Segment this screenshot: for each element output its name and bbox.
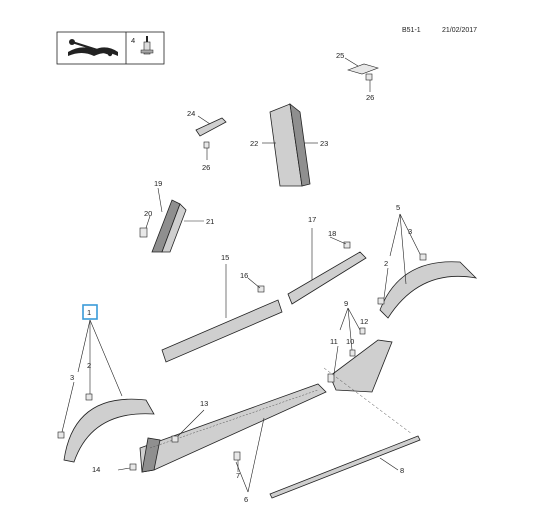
part-label-6: 6 — [244, 495, 248, 504]
part-label-24: 24 — [187, 109, 195, 118]
part-label-18: 18 — [328, 229, 336, 238]
part-label-20: 20 — [144, 209, 152, 218]
part-1-highlight[interactable] — [82, 304, 98, 320]
part-label-16: 16 — [240, 271, 248, 280]
part-24-trim — [195, 115, 227, 160]
sheet-code: B51-1 — [402, 27, 421, 34]
part-6-side-sill — [117, 383, 327, 493]
part-label-8: 8 — [400, 466, 404, 475]
part-5-rear-wheel-arch — [377, 213, 478, 319]
part-label-3-right: 3 — [408, 227, 412, 236]
part-1-front-wheel-arch — [57, 319, 155, 463]
manual-icon — [68, 39, 118, 57]
part-label-25: 25 — [336, 51, 344, 60]
part-label-2-left: 2 — [87, 361, 91, 370]
part-label-1[interactable]: 1 — [87, 308, 91, 317]
part-label-19: 19 — [154, 179, 162, 188]
sheet-date: 21/02/2017 — [442, 27, 478, 34]
part-22-23-b-pillar — [262, 103, 318, 187]
part-21-mirror-trim — [139, 187, 204, 253]
part-8-sill-strip — [269, 367, 421, 499]
part-label-3-left: 3 — [70, 373, 74, 382]
part-label-23: 23 — [320, 139, 328, 148]
part-25-trim-clip — [344, 57, 379, 92]
info-box: 4 — [56, 31, 165, 65]
part-label-5: 5 — [396, 203, 400, 212]
part-label-7: 7 — [236, 471, 240, 480]
part-label-11: 11 — [330, 337, 338, 346]
part-label-10: 10 — [346, 337, 354, 346]
part-label-17: 17 — [308, 215, 316, 224]
part-label-26-top: 26 — [366, 93, 374, 102]
part-17-door-moulding — [287, 228, 367, 305]
part-label-9: 9 — [344, 299, 348, 308]
part-label-26-mid: 26 — [202, 163, 210, 172]
part-label-22: 22 — [250, 139, 258, 148]
clip-icon — [140, 36, 154, 55]
part-label-15: 15 — [221, 253, 229, 262]
info-box-number: 4 — [131, 36, 135, 45]
part-label-2-right: 2 — [384, 259, 388, 268]
part-label-21: 21 — [206, 217, 214, 226]
part-label-12: 12 — [360, 317, 368, 326]
part-label-14: 14 — [92, 465, 100, 474]
part-9-sill-bracket — [327, 307, 393, 393]
part-15-door-moulding — [161, 264, 283, 363]
part-label-13: 13 — [200, 399, 208, 408]
